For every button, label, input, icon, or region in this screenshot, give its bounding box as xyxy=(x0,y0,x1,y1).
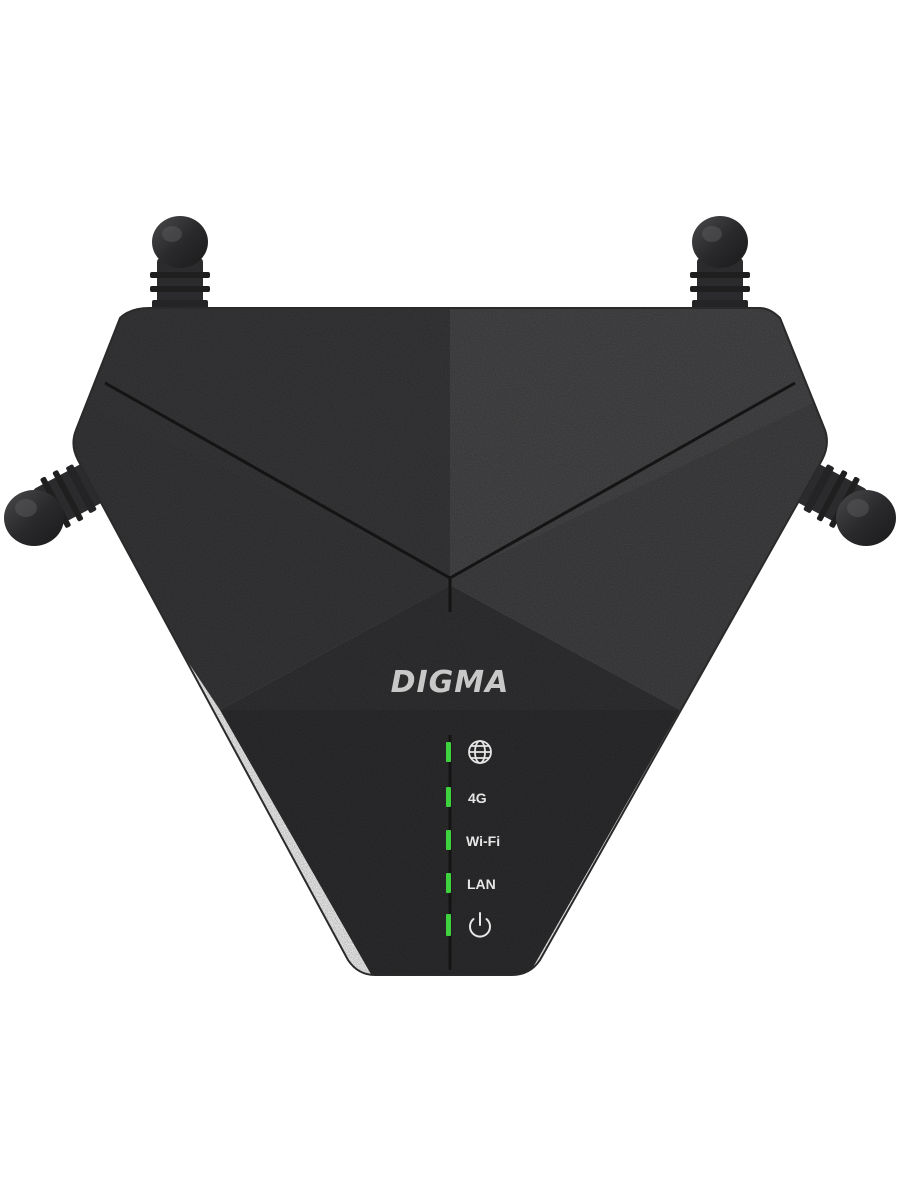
antenna-top-right xyxy=(690,216,750,313)
led-power xyxy=(446,914,451,936)
led-label-lan: LAN xyxy=(467,876,496,892)
power-icon xyxy=(469,912,491,938)
led-label-4g: 4G xyxy=(468,790,487,806)
antenna-right xyxy=(795,463,896,546)
antenna-top-left xyxy=(150,216,210,313)
led-indicators: 4G Wi-Fi LAN xyxy=(446,740,500,938)
led-label-wifi: Wi-Fi xyxy=(466,833,500,849)
led-wifi xyxy=(446,830,451,850)
led-lan xyxy=(446,873,451,893)
globe-icon xyxy=(468,740,492,764)
antenna-left xyxy=(4,463,105,546)
brand-logo: DIGMA xyxy=(391,665,510,700)
led-internet xyxy=(446,742,451,762)
led-4g xyxy=(446,787,451,807)
